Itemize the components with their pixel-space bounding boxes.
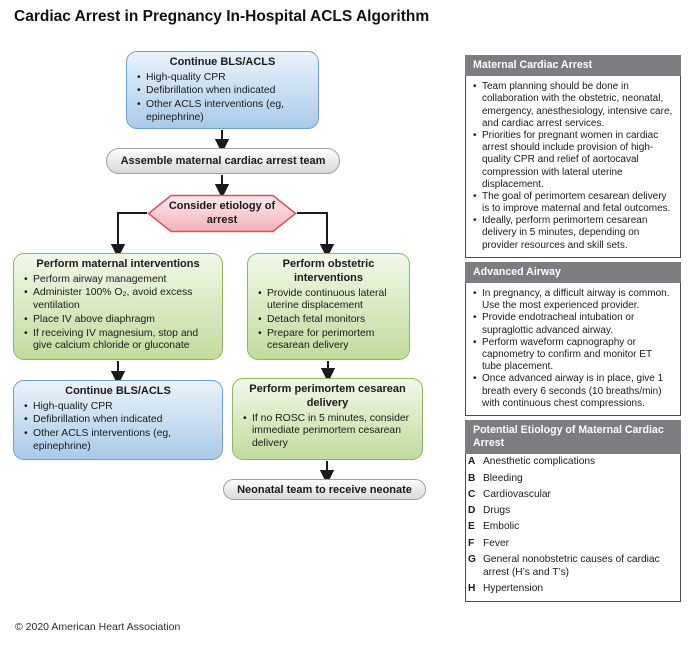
etiology-item: D Drugs [468, 505, 678, 518]
section-potential-etiology: Potential Etiology of Maternal Cardiac A… [465, 419, 681, 603]
bullet-item: Place IV above diaphragm [22, 314, 214, 327]
section-maternal-cardiac-arrest: Maternal Cardiac Arrest Team planning sh… [465, 55, 681, 258]
etiology-item: F Fever [468, 538, 678, 551]
section-body: Team planning should be done in collabor… [465, 76, 681, 258]
info-sidebar: Maternal Cardiac Arrest Team planning sh… [465, 55, 681, 603]
bullet-item: Prepare for perimortem cesarean delivery [256, 328, 401, 353]
box-bullets: Provide continuous lateral uterine displ… [256, 288, 401, 353]
bullet-item: High-quality CPR [22, 401, 214, 414]
etiology-text: Cardiovascular [483, 488, 551, 500]
box-title: Perform obstetric interventions [282, 258, 375, 284]
box-continue-bls-acls-bottom: Continue BLS/ACLS High-quality CPR Defib… [13, 380, 223, 460]
etiology-item: C Cardiovascular [468, 489, 678, 502]
etiology-letter: D [468, 505, 476, 517]
etiology-letter: C [468, 488, 476, 500]
bullet-item: Other ACLS interventions (eg, epinephrin… [22, 428, 214, 453]
etiology-text: Fever [483, 537, 510, 549]
bullet-item: Detach fetal monitors [256, 314, 401, 327]
etiology-letter: G [468, 553, 476, 565]
section-advanced-airway: Advanced Airway In pregnancy, a difficul… [465, 261, 681, 416]
bullet-item: Team planning should be done in collabor… [472, 81, 674, 130]
page-title: Cardiac Arrest in Pregnancy In-Hospital … [14, 8, 430, 25]
box-bullets: If no ROSC in 5 minutes, consider immedi… [241, 413, 414, 451]
decision-hexagon [147, 194, 297, 233]
box-maternal-interventions: Perform maternal interventions Perform a… [13, 253, 223, 360]
bullet-item: Once advanced airway is in place, give 1… [472, 373, 674, 410]
bullet-item: Priorities for pregnant women in cardiac… [472, 130, 674, 191]
bullet-item: Ideally, perform perimortem cesarean del… [472, 215, 674, 252]
box-obstetric-interventions: Perform obstetric interventions Provide … [247, 253, 410, 360]
bullet-item: High-quality CPR [135, 72, 310, 85]
box-bullets: Perform airway management Administer 100… [22, 274, 214, 353]
bullet-item: The goal of perimortem cesarean delivery… [472, 191, 674, 215]
etiology-letter: F [468, 537, 475, 549]
etiology-item: E Embolic [468, 521, 678, 534]
etiology-item: B Bleeding [468, 473, 678, 486]
etiology-text: Drugs [483, 505, 511, 517]
section-body: In pregnancy, a difficult airway is comm… [465, 283, 681, 416]
etiology-item: H Hypertension [468, 583, 678, 596]
etiology-letter: A [468, 456, 476, 468]
bullet-item: Administer 100% O₂, avoid excess ventila… [22, 287, 214, 312]
bullet-item: Provide continuous lateral uterine displ… [256, 288, 401, 313]
section-header: Advanced Airway [465, 261, 681, 284]
section-header: Maternal Cardiac Arrest [465, 55, 681, 77]
step-assemble-team: Assemble maternal cardiac arrest team [106, 148, 340, 174]
box-perimortem-cesarean: Perform perimortem cesarean delivery If … [232, 378, 423, 460]
box-bullets: High-quality CPR Defibrillation when ind… [22, 401, 214, 454]
bullet-item: Other ACLS interventions (eg, epinephrin… [135, 99, 310, 124]
etiology-letter: H [468, 582, 476, 594]
etiology-text: General nonobstetric causes of cardiac a… [483, 553, 660, 578]
etiology-text: Hypertension [483, 582, 544, 594]
etiology-text: Anesthetic complications [483, 456, 596, 468]
box-title: Perform perimortem cesarean delivery [249, 383, 406, 409]
step-neonatal-team: Neonatal team to receive neonate [223, 479, 426, 500]
decision-label: Consider etiology of arrest [168, 200, 276, 226]
etiology-letter: E [468, 521, 475, 533]
etiology-letter: B [468, 472, 476, 484]
bullet-item: Defibrillation when indicated [22, 414, 214, 427]
box-continue-bls-acls-top: Continue BLS/ACLS High-quality CPR Defib… [126, 51, 319, 129]
bullet-item: Perform waveform capnography or capnomet… [472, 337, 674, 374]
bullet-item: If receiving IV magnesium, stop and give… [22, 328, 214, 353]
etiology-text: Bleeding [483, 472, 523, 484]
box-bullets: High-quality CPR Defibrillation when ind… [135, 72, 310, 125]
box-title: Perform maternal interventions [36, 258, 200, 270]
box-title: Continue BLS/ACLS [169, 56, 276, 68]
bullet-item: If no ROSC in 5 minutes, consider immedi… [241, 413, 414, 451]
copyright-text: © 2020 American Heart Association [15, 621, 181, 633]
etiology-item: A Anesthetic complications [468, 456, 678, 469]
etiology-text: Embolic [483, 521, 520, 533]
bullet-item: Defibrillation when indicated [135, 85, 310, 98]
section-body: A Anesthetic complications B Bleeding C … [465, 454, 681, 603]
bullet-item: Perform airway management [22, 274, 214, 287]
section-header: Potential Etiology of Maternal Cardiac A… [465, 419, 681, 455]
etiology-item: G General nonobstetric causes of cardiac… [468, 554, 678, 580]
bullet-item: Provide endotracheal intubation or supra… [472, 312, 674, 336]
box-title: Continue BLS/ACLS [65, 385, 171, 397]
bullet-item: In pregnancy, a difficult airway is comm… [472, 288, 674, 312]
